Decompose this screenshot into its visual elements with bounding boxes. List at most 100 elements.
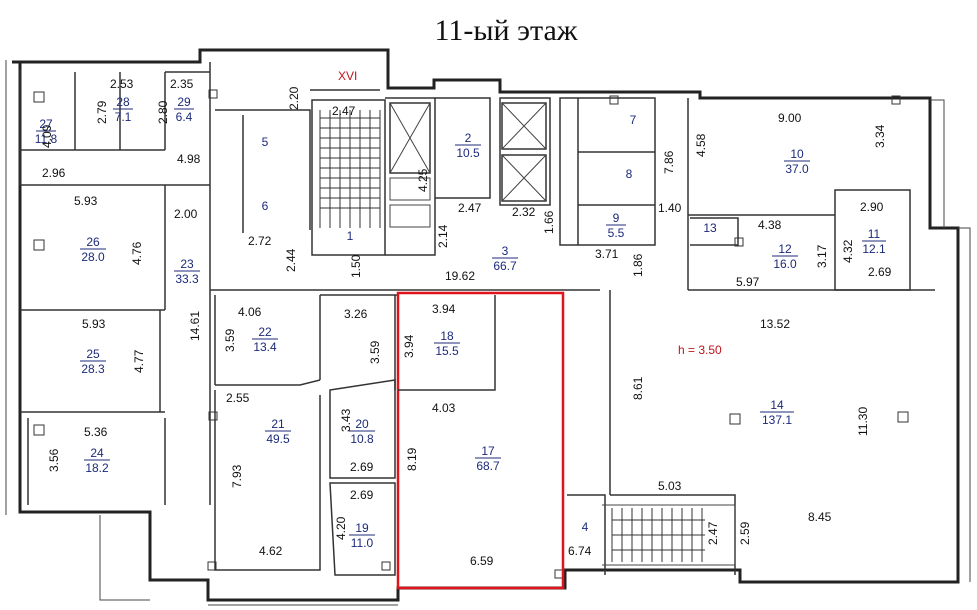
- dimension-label: 3.56: [47, 448, 61, 472]
- dimension-label: 3.59: [368, 340, 382, 364]
- dimension-label: 4.38: [758, 218, 782, 232]
- dimension-label: 2.00: [174, 207, 198, 221]
- room-area: 33.3: [175, 272, 199, 286]
- room-number: 2: [465, 131, 472, 145]
- room-area: 37.0: [785, 162, 809, 176]
- dimension-label: 8.45: [808, 510, 832, 524]
- dimension-label: 2.14: [436, 224, 450, 248]
- dimension-label: 5.36: [84, 425, 108, 439]
- room-number: 28: [116, 95, 130, 109]
- dimension-label: 8.19: [405, 447, 419, 471]
- room-number: 12: [778, 242, 792, 256]
- room-area: 12.1: [862, 242, 886, 256]
- dimension-label: 4.03: [432, 401, 456, 415]
- dimension-label: 1.50: [349, 254, 363, 278]
- room-area: 7.1: [115, 110, 132, 124]
- outer-walls: [5, 48, 971, 606]
- dimension-label: 5.03: [658, 479, 682, 493]
- ceiling-height-note: h = 3.50: [678, 343, 722, 357]
- dimension-label: 7.93: [230, 464, 244, 488]
- dimension-label: 5.93: [82, 317, 106, 331]
- room-number: 5: [262, 135, 269, 149]
- room-area: 137.1: [762, 413, 792, 427]
- dimension-label: 2.55: [226, 391, 250, 405]
- dimension-label: 3.94: [402, 334, 416, 358]
- dimension-label: 3.59: [223, 328, 237, 352]
- dimension-label: 2.47: [458, 201, 482, 215]
- dimension-label: 2.47: [332, 104, 356, 118]
- room-number: 27: [39, 117, 53, 131]
- dimension-labels: 2.53 2.35 2.20 4.09 2.79 2.80 2.47 4.98 …: [40, 77, 892, 568]
- stairs-hatching: [319, 110, 705, 562]
- dimension-label: 5.93: [74, 194, 98, 208]
- room-number: 29: [177, 95, 191, 109]
- room-number: 10: [790, 147, 804, 161]
- room-number: 18: [440, 329, 454, 343]
- dimension-label: 13.52: [760, 317, 790, 331]
- dimension-label: 4.06: [238, 305, 262, 319]
- room-number: 7: [630, 113, 637, 127]
- dimension-label: 1.66: [542, 210, 556, 234]
- dimension-label: 2.44: [284, 248, 298, 272]
- elevator-shafts: [389, 102, 547, 228]
- room-area: 16.0: [773, 257, 797, 271]
- room-number: 25: [86, 347, 100, 361]
- room-area: 18.2: [85, 461, 109, 475]
- dimension-label: 2.59: [738, 521, 752, 545]
- dimension-label: 4.76: [130, 241, 144, 265]
- columns: [33, 89, 909, 579]
- dimension-label: 2.35: [170, 77, 194, 91]
- room-number: 9: [613, 211, 620, 225]
- dimension-label: 2.80: [156, 100, 170, 124]
- dimension-label: 1.86: [631, 253, 645, 277]
- dimension-label: 19.62: [445, 269, 475, 283]
- dimension-label: 14.61: [188, 311, 202, 341]
- room-area: 10.5: [456, 146, 480, 160]
- room-number: 1: [347, 229, 354, 243]
- dimension-label: 6.74: [568, 544, 592, 558]
- room-number: 26: [86, 235, 100, 249]
- dimension-label: 3.26: [344, 307, 368, 321]
- dimension-label: 3.34: [873, 124, 887, 148]
- room-number: 13: [703, 221, 717, 235]
- dimension-label: 4.62: [259, 544, 283, 558]
- dimension-label: 5.97: [736, 275, 760, 289]
- room-number: 17: [481, 444, 495, 458]
- dimension-label: 4.25: [416, 168, 430, 192]
- room-number: 24: [90, 446, 104, 460]
- dimension-label: 9.00: [778, 111, 802, 125]
- dimension-label: 3.17: [815, 244, 829, 268]
- dimension-label: 1.40: [658, 201, 682, 215]
- room-area: 28.0: [81, 250, 105, 264]
- plan-title: 11-ый этаж: [435, 14, 578, 47]
- room-area: 66.7: [493, 259, 517, 273]
- dimension-label: 2.69: [350, 460, 374, 474]
- dimension-label: 4.77: [132, 349, 146, 373]
- room-number: 4: [582, 520, 589, 534]
- room-area: 11.8: [35, 132, 58, 146]
- stair-label: XVI: [338, 69, 357, 83]
- room-number: 19: [355, 521, 369, 535]
- room-number: 11: [868, 227, 881, 241]
- dimension-label: 2.47: [706, 521, 720, 545]
- interior-walls: [19, 62, 935, 576]
- room-area: 13.4: [253, 340, 277, 354]
- room-area: 10.8: [350, 432, 374, 446]
- room-number: 22: [258, 325, 272, 339]
- room-number: 6: [262, 199, 269, 213]
- dimension-label: 2.69: [868, 265, 892, 279]
- dimension-label: 2.53: [110, 77, 134, 91]
- dimension-label: 7.86: [662, 150, 676, 174]
- dimension-label: 2.96: [42, 166, 66, 180]
- room-area: 15.5: [435, 344, 459, 358]
- room-number: 8: [626, 167, 633, 181]
- room-labels: 27 11.8 28 7.1 29 6.4 5 6 1 2 10.5 7 8 9…: [35, 95, 886, 550]
- highlighted-area: [396, 291, 565, 590]
- room-area: 11.0: [351, 536, 374, 550]
- dimension-label: 2.90: [860, 200, 884, 214]
- dimension-label: 11.30: [856, 407, 870, 436]
- dimension-label: 3.71: [595, 247, 619, 261]
- dimension-label: 2.79: [95, 100, 109, 124]
- room-number: 21: [271, 417, 285, 431]
